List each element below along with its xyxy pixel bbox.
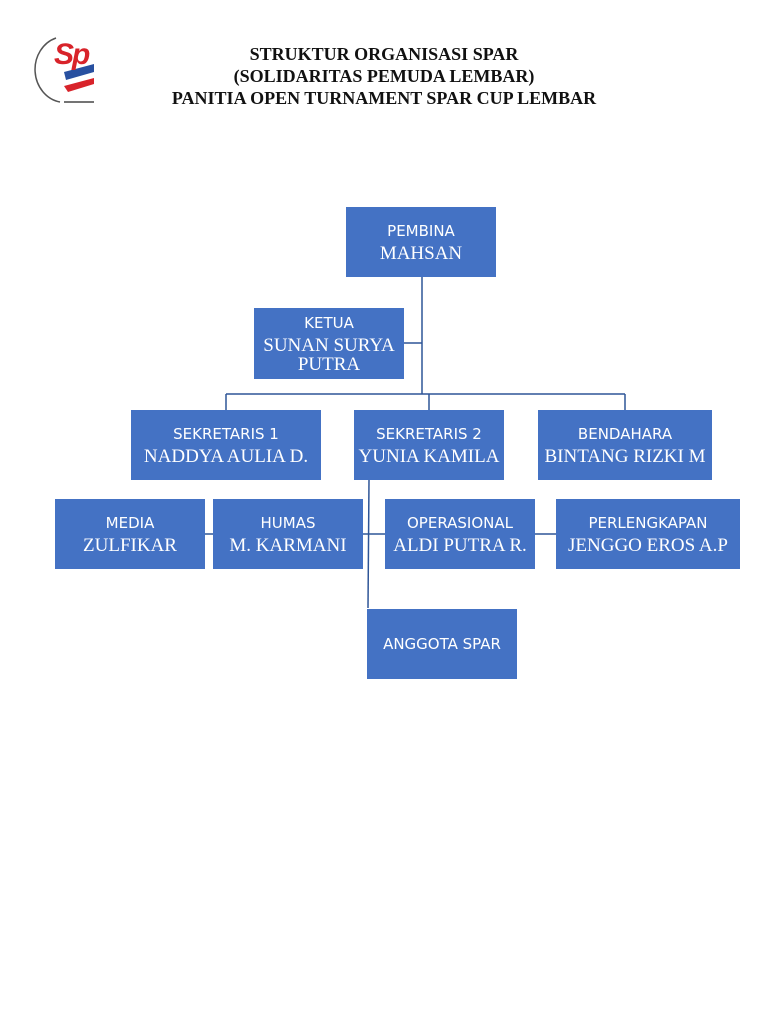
spar-logo: Sp <box>34 36 94 106</box>
node-media: MEDIA ZULFIKAR <box>55 499 205 569</box>
node-person: YUNIA KAMILA <box>358 445 500 467</box>
node-person: BINTANG RIZKI M <box>544 445 706 467</box>
connector-sekretaris2-trunk <box>367 479 370 609</box>
logo-mark: Sp <box>54 38 90 71</box>
node-role: KETUA <box>304 313 354 332</box>
node-role: SEKRETARIS 1 <box>173 424 279 443</box>
title-line-1: STRUKTUR ORGANISASI SPAR <box>249 44 519 64</box>
node-role: PERLENGKAPAN <box>588 513 708 532</box>
title-line-3: PANITIA OPEN TURNAMENT SPAR CUP LEMBAR <box>171 88 597 108</box>
node-sekretaris-1: SEKRETARIS 1 NADDYA AULIA D. <box>131 410 321 480</box>
node-ketua: KETUA SUNAN SURYA PUTRA <box>254 308 404 379</box>
node-pembina: PEMBINA MAHSAN <box>346 207 496 277</box>
node-role: SEKRETARIS 2 <box>376 424 482 443</box>
title-line-2: (SOLIDARITAS PEMUDA LEMBAR) <box>233 66 535 86</box>
node-role: HUMAS <box>260 513 316 532</box>
logo-emblem-icon <box>34 37 94 103</box>
node-person: JENGGO EROS A.P <box>568 534 728 556</box>
node-person: MAHSAN <box>379 242 463 264</box>
node-role: PEMBINA <box>387 221 455 240</box>
node-person: M. KARMANI <box>229 534 347 556</box>
node-person: NADDYA AULIA D. <box>143 445 309 467</box>
node-role: OPERASIONAL <box>407 513 513 532</box>
node-bendahara: BENDAHARA BINTANG RIZKI M <box>538 410 712 480</box>
node-operasional: OPERASIONAL ALDI PUTRA R. <box>385 499 535 569</box>
node-anggota-spar: ANGGOTA SPAR <box>367 609 517 679</box>
page-title: STRUKTUR ORGANISASI SPAR (SOLIDARITAS PE… <box>0 43 768 109</box>
node-person: ZULFIKAR <box>83 534 177 556</box>
node-perlengkapan: PERLENGKAPAN JENGGO EROS A.P <box>556 499 740 569</box>
node-humas: HUMAS M. KARMANI <box>213 499 363 569</box>
node-person: SUNAN SURYA PUTRA <box>263 334 395 375</box>
node-role: BENDAHARA <box>577 424 673 443</box>
node-role: MEDIA <box>105 513 155 532</box>
node-person: ALDI PUTRA R. <box>393 534 527 556</box>
node-sekretaris-2: SEKRETARIS 2 YUNIA KAMILA <box>354 410 504 480</box>
node-role: ANGGOTA SPAR <box>383 634 501 653</box>
